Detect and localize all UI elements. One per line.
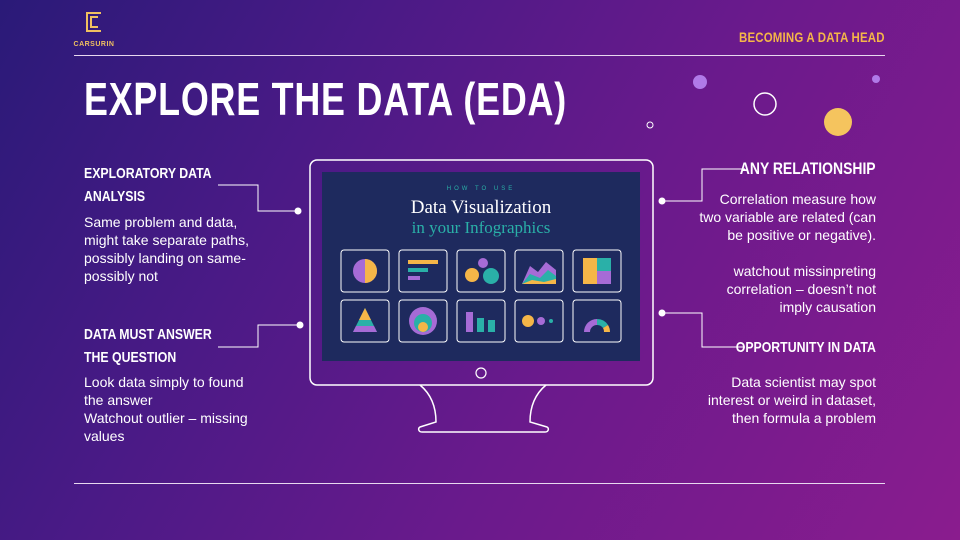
deco-ring	[753, 92, 777, 116]
brand-logo: CARSURIN	[72, 10, 116, 48]
deco-ring	[646, 121, 654, 129]
connector-dot	[658, 197, 666, 205]
screen-title-line1: Data Visualization	[411, 197, 552, 218]
deco-circle	[872, 75, 880, 83]
connector-dot	[658, 309, 666, 317]
screen-kicker: HOW TO USE	[447, 186, 515, 192]
pyramid-chart-icon	[353, 308, 377, 332]
connector-lines	[218, 168, 745, 348]
monitor-button	[475, 367, 487, 379]
section-eda-heading: EXPLORATORY DATA ANALYSIS	[84, 165, 212, 205]
connector-dot	[294, 207, 302, 215]
section-relationship-heading: ANY RELATIONSHIP	[740, 159, 876, 178]
carsurin-logo-icon	[86, 12, 101, 32]
deco-circle	[693, 75, 707, 89]
half-donut-chart-icon	[584, 318, 611, 332]
section-opportunity-body: Data scientist may spot interest or weir…	[707, 374, 876, 426]
connector-dot	[296, 321, 304, 329]
brand-name: CARSURIN	[73, 41, 115, 48]
section-answer-heading: DATA MUST ANSWER THE QUESTION	[84, 326, 212, 366]
dot-chart-icon	[522, 315, 553, 327]
treemap-icon	[583, 258, 611, 284]
deco-circle	[824, 108, 852, 136]
section-answer-body: Look data simply to found the answer Wat…	[84, 374, 248, 444]
screen-title-line2: in your Infographics	[412, 218, 551, 237]
top-divider	[74, 55, 885, 56]
column-chart-icon	[466, 312, 495, 332]
section-relationship-body: Correlation measure how two variable are…	[699, 191, 876, 315]
header-tag: BECOMING A DATA HEAD	[739, 29, 885, 45]
pie-chart-icon	[353, 259, 377, 283]
bottom-divider	[74, 483, 885, 484]
section-eda-body: Same problem and data, might take separa…	[84, 214, 249, 284]
bubble-chart-icon	[465, 258, 499, 284]
bar-chart-icon	[408, 260, 438, 280]
monitor-stand	[417, 384, 550, 433]
section-opportunity-heading: OPPORTUNITY IN DATA	[735, 339, 876, 356]
page-title: EXPLORE THE DATA (EDA)	[84, 73, 567, 125]
area-chart-icon	[522, 262, 556, 284]
nested-circle-icon	[409, 307, 437, 335]
